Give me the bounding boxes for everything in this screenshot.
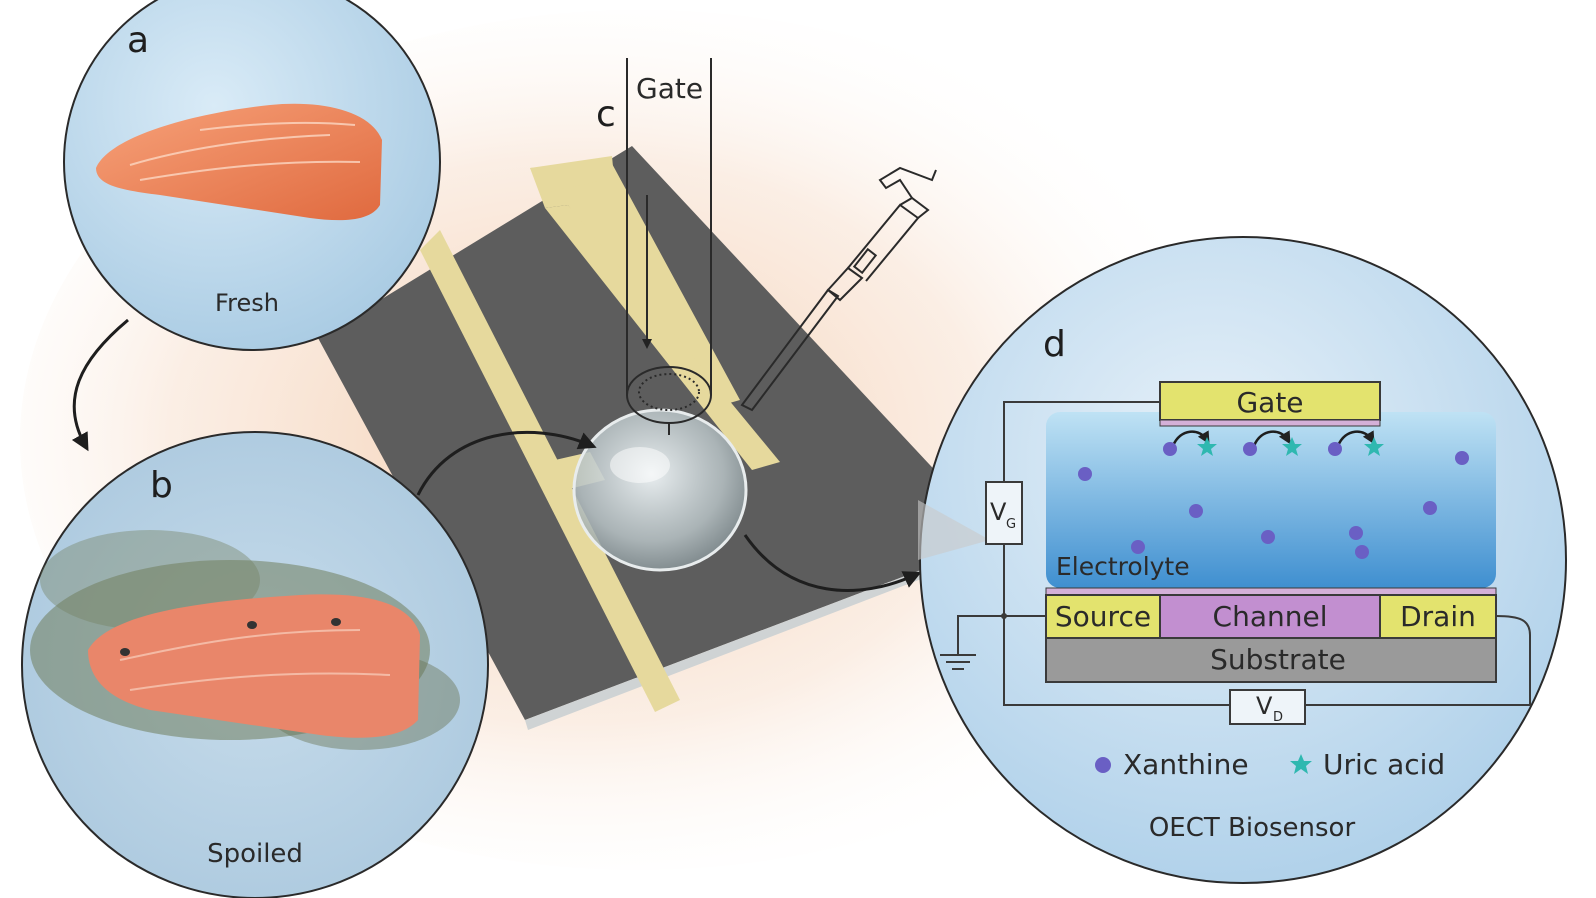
panel-b-spoiled <box>21 431 489 898</box>
gate-circuit-wire <box>1003 401 1230 706</box>
panel-d-oect: V G V D Gate <box>918 236 1567 884</box>
reaction-arrows <box>1171 430 1375 447</box>
legend-xanthine-label: Xanthine <box>1123 748 1249 781</box>
panel-a-caption: Fresh <box>215 289 279 317</box>
pipette-icon <box>740 166 937 412</box>
ground-icon <box>940 654 976 670</box>
fly-icon <box>247 621 257 629</box>
arrow-b-to-c <box>416 430 597 496</box>
drain-label: Drain <box>1400 600 1476 633</box>
fly-icon <box>120 648 130 656</box>
fresh-salmon <box>96 103 382 221</box>
gate-electrode-block <box>1159 381 1381 421</box>
vg-source-box <box>985 481 1023 545</box>
drain-circuit-wire <box>1305 615 1531 706</box>
pedot-film <box>1045 587 1497 596</box>
panel-a-letter: a <box>127 20 149 61</box>
panel-b-caption: Spoiled <box>207 839 303 869</box>
legend-xanthine-marker <box>1095 757 1111 773</box>
gate-electrode <box>626 58 712 435</box>
electrolyte-region <box>1046 412 1496 588</box>
panel-d-letter: d <box>1043 324 1066 365</box>
ground-wire <box>957 615 1046 655</box>
panel-b-letter: b <box>150 465 173 506</box>
vg-subscript: G <box>1006 517 1016 532</box>
oect-caption: OECT Biosensor <box>1149 813 1356 843</box>
channel-label: Channel <box>1213 600 1328 633</box>
arrow-c-to-d <box>743 534 922 592</box>
substrate-label: Substrate <box>1210 643 1346 676</box>
uric-acid-molecules <box>1197 437 1384 456</box>
vg-label: V <box>990 498 1007 526</box>
legend-uric-acid-label: Uric acid <box>1323 748 1445 781</box>
source-trace <box>420 230 680 712</box>
electrolyte-label: Electrolyte <box>1056 552 1190 581</box>
source-label: Source <box>1055 600 1151 633</box>
substrate-layer <box>1045 637 1497 683</box>
vd-source-box <box>1229 689 1306 725</box>
xanthine-molecules <box>1078 442 1469 559</box>
gate-label: Gate <box>1236 386 1303 419</box>
vd-subscript: D <box>1273 710 1283 725</box>
electrolyte-droplet <box>572 408 748 572</box>
drain-trace <box>530 160 740 408</box>
fly-icon <box>331 618 341 626</box>
panel-c-letter: c <box>596 94 616 135</box>
legend-uric-acid-marker <box>1290 754 1312 774</box>
panel-c-gate-label: Gate <box>636 72 703 105</box>
arrow-a-to-b <box>71 318 129 452</box>
panel-a-fresh <box>63 0 441 351</box>
vd-label: V <box>1256 692 1273 720</box>
